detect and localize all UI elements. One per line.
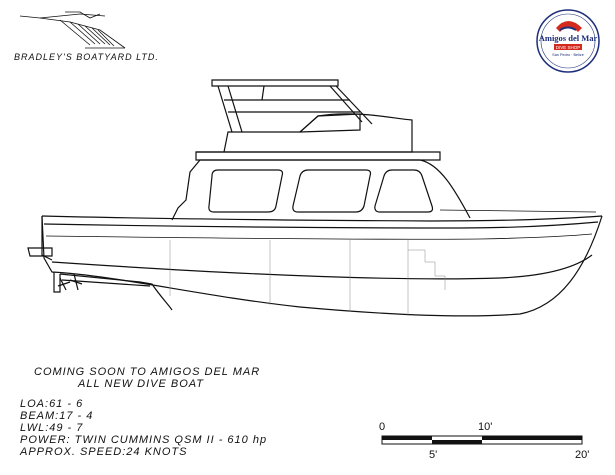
- station-lines: [169, 240, 446, 316]
- hull-sheer-line: [41, 215, 603, 222]
- scale-label-20: 20': [575, 449, 590, 461]
- cabin-side: [171, 159, 471, 221]
- boatyard-logo-mark: [19, 11, 126, 49]
- scale-label-0: 0: [379, 421, 386, 433]
- badge-name: Amigos del Mar: [539, 33, 598, 43]
- window-fwd: [374, 169, 434, 213]
- keel: [59, 273, 173, 311]
- hull-rub-rail: [45, 233, 593, 240]
- badge-tag: DIVE SHOP: [556, 45, 581, 50]
- flybridge-console: [299, 113, 361, 133]
- spec-speed: APPROX. SPEED:24 KNOTS: [20, 446, 188, 458]
- hull-deck-line: [43, 221, 599, 229]
- scale-label-5: 5': [429, 449, 438, 461]
- transom: [41, 216, 53, 261]
- swim-platform: [27, 247, 53, 257]
- cabin-roof-edge: [195, 151, 441, 161]
- announcement-line-1: COMING SOON TO AMIGOS DEL MAR: [34, 366, 261, 378]
- builder-name: BRADLEY'S BOATYARD LTD.: [14, 52, 159, 62]
- rudder: [53, 272, 61, 293]
- shaft: [61, 279, 151, 287]
- hardtop-frame: [211, 79, 373, 133]
- spec-lwl: LWL:49 - 7: [20, 422, 84, 434]
- announcement-line-2: ALL NEW DIVE BOAT: [78, 378, 205, 390]
- spec-beam: BEAM:17 - 4: [20, 410, 94, 422]
- window-mid: [292, 169, 372, 213]
- hull-chine-line: [51, 254, 593, 280]
- scale-label-10: 10': [478, 421, 493, 433]
- spec-loa: LOA:61 - 6: [20, 398, 84, 410]
- spec-power: POWER: TWIN CUMMINS QSM II - 610 hp: [20, 434, 268, 446]
- amigos-del-mar-badge: Amigos del Mar DIVE SHOP San Pedro · Bel…: [536, 9, 600, 73]
- scale-bar: [381, 435, 583, 445]
- badge-location: San Pedro · Belize: [552, 53, 584, 57]
- hull-bottom: [41, 215, 603, 317]
- window-aft: [208, 169, 284, 213]
- bow-rail: [439, 209, 597, 213]
